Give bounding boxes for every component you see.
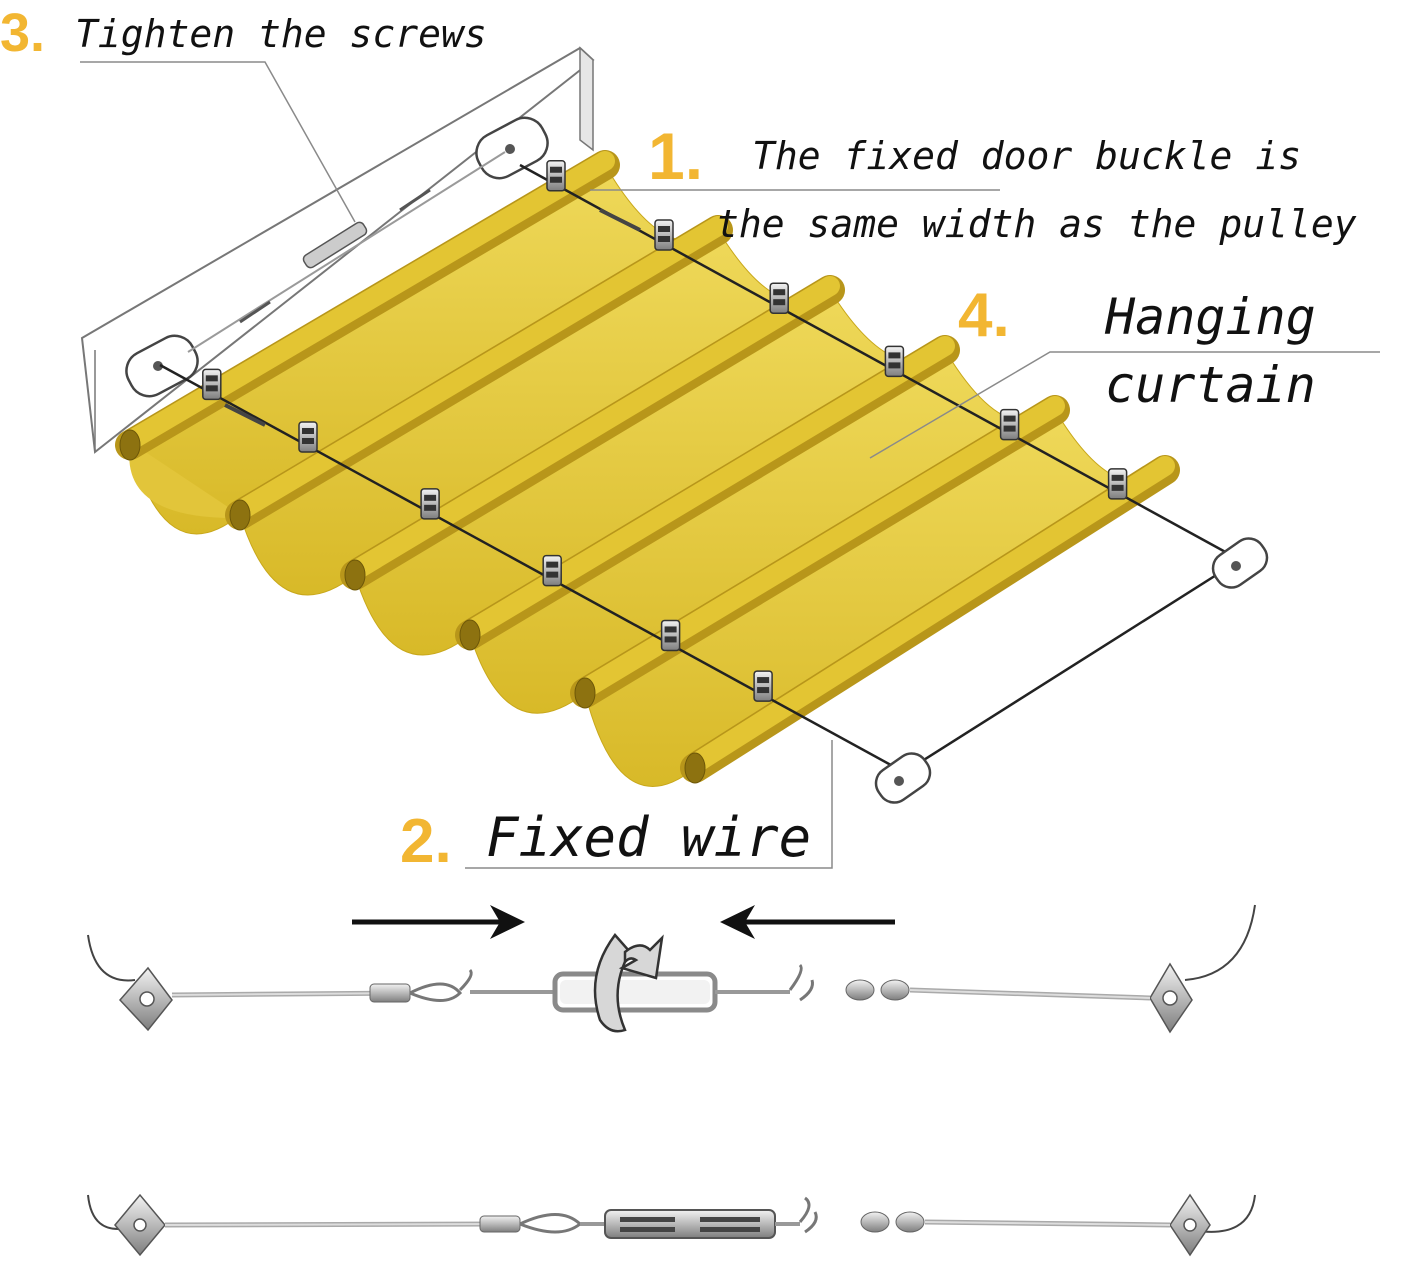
curtain-rods bbox=[115, 150, 1180, 784]
step2-number: 2. bbox=[400, 807, 452, 876]
pulley-clip bbox=[298, 421, 318, 453]
step4-label-line1: Hanging bbox=[1105, 288, 1316, 346]
pulley-clip bbox=[660, 619, 681, 652]
turnbuckle-detail-after bbox=[87, 1193, 1256, 1257]
pulley-clip bbox=[546, 160, 566, 192]
pulley-clip bbox=[884, 345, 905, 378]
step4-label-line2: curtain bbox=[1105, 356, 1316, 414]
wall-tension-wire bbox=[187, 151, 506, 353]
pulley-clip bbox=[769, 282, 789, 314]
pulley-clip bbox=[542, 554, 562, 587]
rotate-arrow-icon bbox=[593, 933, 664, 1033]
arrow-right-icon bbox=[352, 905, 525, 939]
step3-label: Tighten the screws bbox=[75, 12, 487, 56]
arrow-left-icon bbox=[720, 905, 895, 939]
leader-lines bbox=[80, 61, 1380, 869]
step3-number: 3. bbox=[0, 3, 46, 63]
pulley-clip bbox=[654, 219, 674, 251]
fabric-edge bbox=[129, 445, 240, 519]
hanging-curtain-fabric bbox=[129, 164, 1166, 787]
step2-label: Fixed wire bbox=[486, 806, 812, 869]
step1-label-line1: The fixed door buckle is bbox=[752, 134, 1302, 178]
step4-number: 4. bbox=[958, 281, 1010, 350]
curtain-rod bbox=[340, 275, 845, 591]
pulley-clip bbox=[1107, 468, 1128, 500]
wall-plate-right bbox=[475, 116, 549, 180]
curtain-rod bbox=[680, 455, 1180, 784]
turnbuckle-detail-before bbox=[87, 904, 1256, 1034]
step1-number: 1. bbox=[648, 119, 704, 193]
pulley-clip bbox=[420, 488, 440, 520]
pulley-clip bbox=[202, 368, 222, 401]
step1-label-line2: the same width as the pulley bbox=[716, 202, 1357, 246]
floor-anchor-right bbox=[1211, 537, 1269, 589]
pulley-clip bbox=[753, 670, 773, 702]
pulley-clip bbox=[999, 408, 1020, 441]
pulley-clips bbox=[202, 160, 1128, 702]
floor-anchor-left bbox=[874, 752, 932, 804]
curtain-rod bbox=[225, 215, 733, 531]
